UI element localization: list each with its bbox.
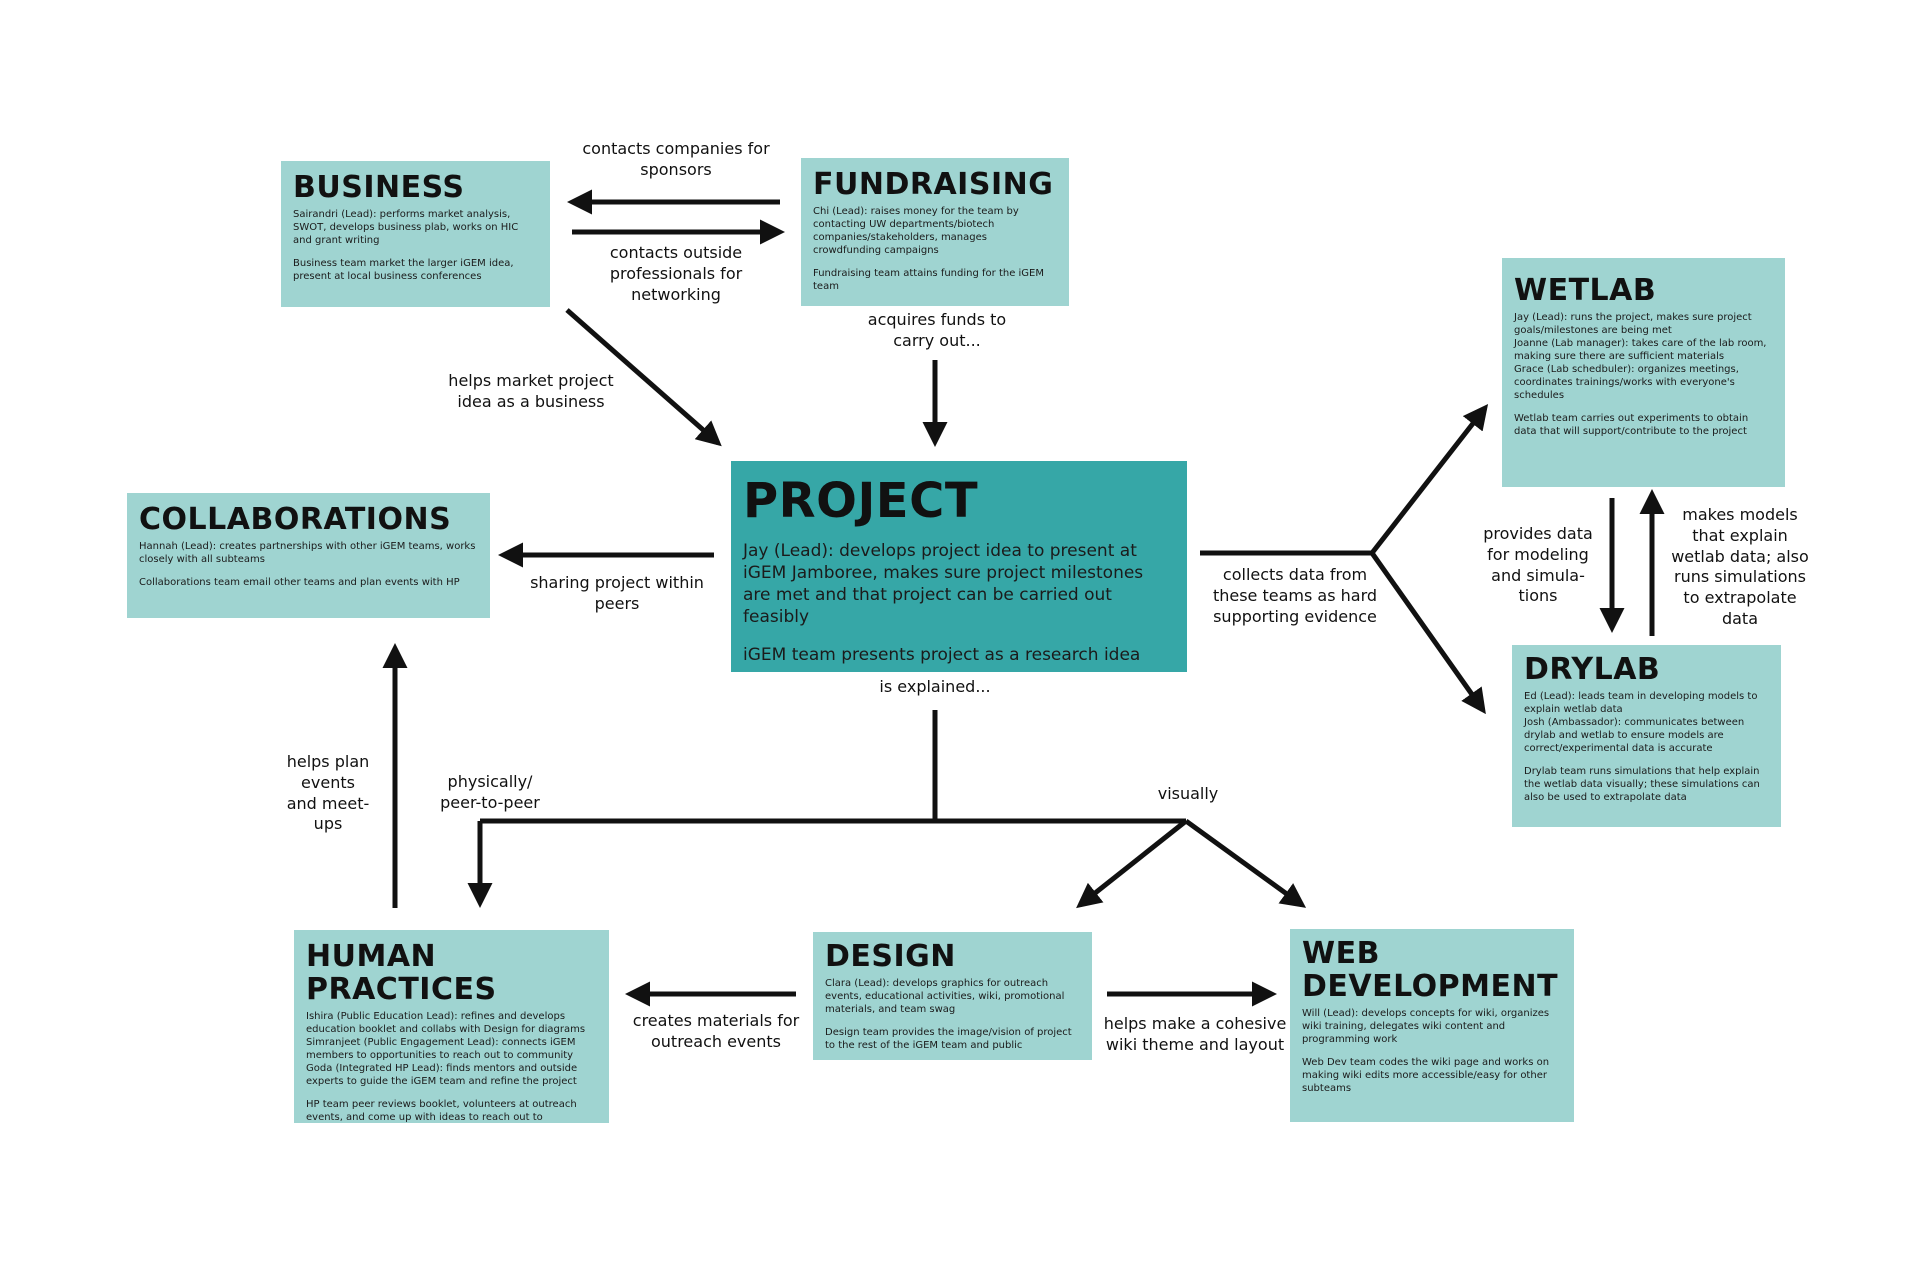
wetlab-box: WETLAB Jay (Lead): runs the project, mak… [1502, 258, 1785, 487]
arrow-to-design [1076, 819, 1188, 909]
label-visually: visually [1157, 784, 1219, 803]
label-is-explained: is explained... [879, 677, 991, 696]
label-provides-data: provides data for modeling and simula- t… [1483, 524, 1593, 606]
human-practices-box: HUMAN PRACTICES Ishira (Public Education… [294, 930, 609, 1123]
label-acquires-funds: acquires funds to carry out... [867, 310, 1007, 350]
label-makes-models: makes models that explain wetlab data; a… [1671, 505, 1809, 628]
collaborations-team-text: Collaborations team email other teams an… [139, 577, 460, 588]
fundraising-box: FUNDRAISING Chi (Lead): raises money for… [801, 158, 1069, 306]
label-physically: physically/ peer-to-peer [440, 772, 540, 812]
web-development-title: WEB DEVELOPMENT [1302, 936, 1559, 1004]
drylab-title: DRYLAB [1524, 652, 1661, 687]
arrow-branch-to-drylab [1369, 551, 1486, 715]
arrow-business-to-project [565, 308, 722, 447]
wetlab-lead-text: Jay (Lead): runs the project, makes sure… [1514, 312, 1767, 401]
human-practices-lead-text: Ishira (Public Education Lead): refines … [306, 1011, 586, 1087]
drylab-team-text: Drylab team runs simulations that help e… [1524, 766, 1760, 803]
design-box: DESIGN Clara (Lead): develops graphics f… [813, 932, 1092, 1060]
label-helps-market: helps market project idea as a business [448, 371, 614, 411]
arrow-to-web-development [1184, 818, 1307, 908]
design-team-text: Design team provides the image/vision of… [825, 1027, 1072, 1051]
label-creates-materials: creates materials for outreach events [632, 1011, 800, 1051]
label-contacts-companies: contacts companies for sponsors [582, 139, 770, 179]
fundraising-team-text: Fundraising team attains funding for the… [813, 268, 1045, 292]
wetlab-title: WETLAB [1514, 273, 1657, 308]
project-title: PROJECT [743, 473, 979, 529]
design-lead-text: Clara (Lead): develops graphics for outr… [825, 978, 1065, 1015]
project-team-text: iGEM team presents project as a research… [743, 645, 1141, 666]
collaborations-box: COLLABORATIONS Hannah (Lead): creates pa… [127, 493, 490, 618]
design-title: DESIGN [825, 939, 956, 974]
business-lead-text: Sairandri (Lead): performs market analys… [293, 209, 519, 246]
project-box: PROJECT Jay (Lead): develops project ide… [731, 461, 1187, 672]
wetlab-team-text: Wetlab team carries out experiments to o… [1514, 413, 1749, 437]
business-team-text: Business team market the larger iGEM ide… [293, 258, 514, 282]
human-practices-team-text: HP team peer reviews booklet, volunteers… [306, 1099, 577, 1123]
collaborations-lead-text: Hannah (Lead): creates partnerships with… [139, 541, 476, 565]
human-practices-title: HUMAN PRACTICES [306, 939, 497, 1007]
collaborations-title: COLLABORATIONS [139, 502, 452, 537]
label-collects-data: collects data from these teams as hard s… [1212, 565, 1378, 626]
label-contacts-outside: contacts outside professionals for netwo… [609, 243, 743, 304]
web-development-team-text: Web Dev team codes the wiki page and wor… [1302, 1057, 1550, 1094]
label-sharing-project: sharing project within peers [530, 573, 704, 613]
arrow-branch-to-wetlab [1370, 404, 1489, 555]
label-helps-make: helps make a cohesive wiki theme and lay… [1103, 1014, 1287, 1054]
fundraising-lead-text: Chi (Lead): raises money for the team by… [813, 206, 1019, 256]
business-box: BUSINESS Sairandri (Lead): performs mark… [281, 161, 550, 307]
label-helps-plan: helps plan events and meet- ups [286, 752, 370, 834]
drylab-lead-text: Ed (Lead): leads team in developing mode… [1524, 691, 1758, 754]
drylab-box: DRYLAB Ed (Lead): leads team in developi… [1512, 645, 1781, 827]
project-lead-text: Jay (Lead): develops project idea to pre… [743, 540, 1144, 628]
web-development-box: WEB DEVELOPMENT Will (Lead): develops co… [1290, 929, 1574, 1122]
fundraising-title: FUNDRAISING [813, 167, 1054, 202]
web-development-lead-text: Will (Lead): develops concepts for wiki,… [1302, 1008, 1550, 1045]
business-title: BUSINESS [293, 170, 465, 205]
